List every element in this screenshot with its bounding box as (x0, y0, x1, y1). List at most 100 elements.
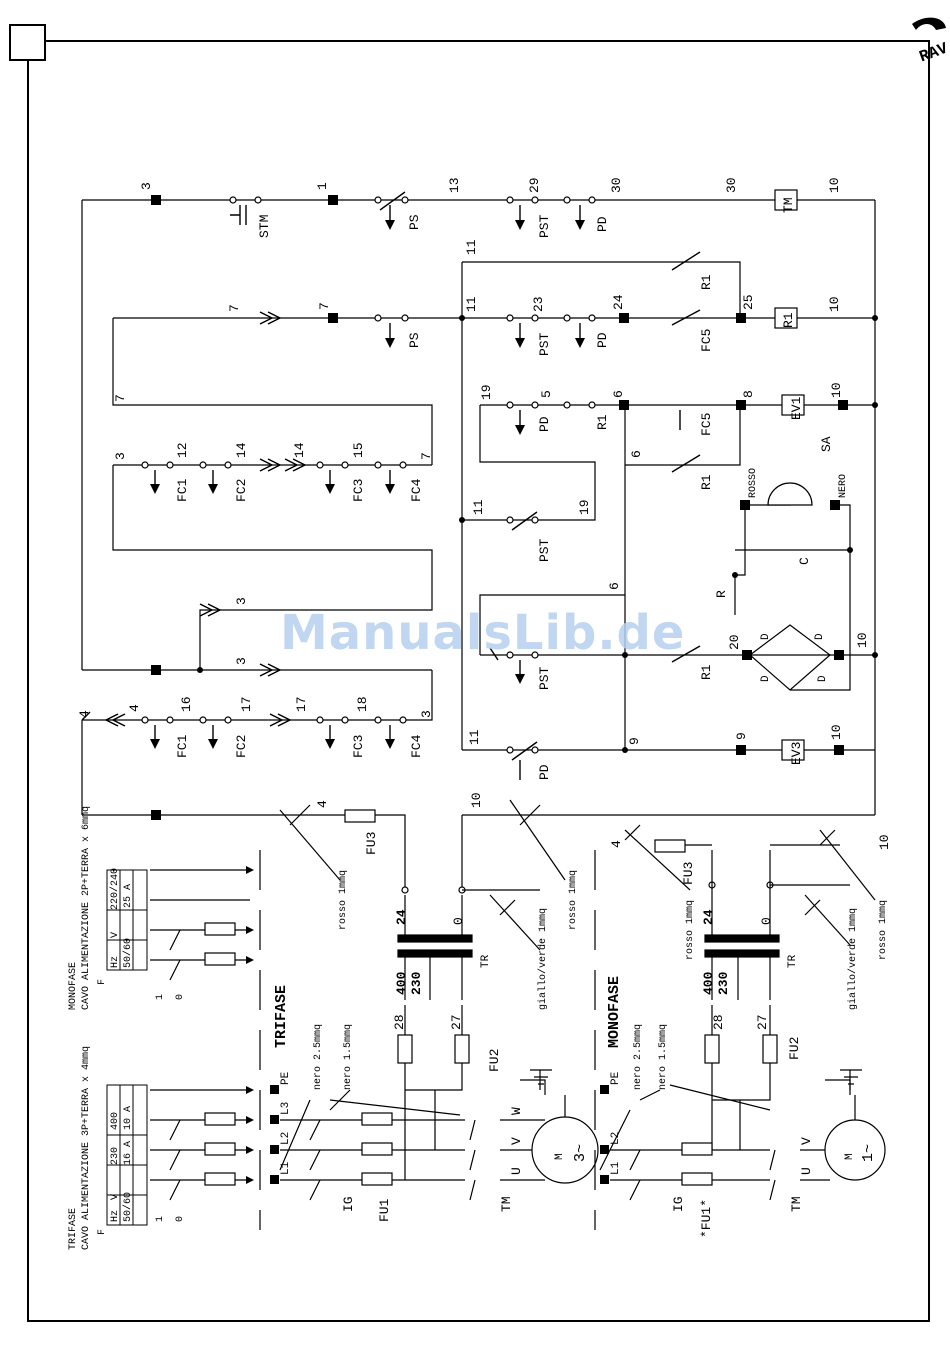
component-label: FC5 (699, 329, 714, 352)
power-wire-number: 27 (755, 1014, 770, 1030)
component-label: ROSSO (748, 468, 759, 498)
section-title: TRIFASE (273, 985, 290, 1048)
wire-note: rosso 1mmq (685, 900, 696, 960)
table-caption: MONOFASE (68, 962, 79, 1010)
phase-label: V (799, 1137, 814, 1145)
table-cell: 1 (155, 994, 166, 1000)
line-label: L2 (610, 1132, 622, 1145)
phase-label: W (509, 1107, 524, 1115)
wire-number: 10 (855, 632, 870, 648)
component-label: PD (537, 764, 552, 780)
tap-label: 400 (394, 971, 409, 995)
phase-label: U (509, 1167, 524, 1175)
wire-number: 25 (741, 294, 756, 310)
component-label: FC2 (234, 479, 249, 502)
table-caption: CAVO ALIMENTAZIONE 3P+TERRA x 4mmq (81, 1046, 92, 1250)
component-label: PST (537, 666, 552, 690)
wire-number: 9 (627, 737, 642, 745)
motor-label: 3~ (572, 1144, 589, 1162)
wire-number: 10 (827, 296, 842, 312)
control-wires (81, 199, 876, 890)
fuse-label: FU2 (487, 1049, 502, 1072)
line-label: L3 (280, 1102, 292, 1115)
component-label: SA (819, 436, 834, 452)
component-label: FC3 (351, 479, 366, 502)
contactor-label: TM (789, 1196, 804, 1212)
component-label: FC5 (699, 413, 714, 436)
component-label: D (814, 633, 826, 640)
fuse-label: FU1 (377, 1198, 392, 1222)
table-caption: CAVO ALIMENTAZIONE 2P+TERRA x 6mmq (81, 806, 92, 1010)
contacts (141, 196, 774, 894)
junctions (197, 315, 878, 753)
component-label: FC4 (409, 734, 424, 758)
power-labels: FU3 FU2 FU1 FU3 FU2 *FU1* TR TR 400 230 … (273, 832, 892, 1238)
component-label: PST (537, 214, 552, 238)
power-wire-number: 28 (392, 1014, 407, 1030)
table-cell: 230 (110, 1147, 121, 1165)
switch-label: IG (341, 1196, 356, 1212)
motor-label: 1~ (860, 1144, 877, 1162)
corner-box (9, 24, 46, 61)
wire-number: 16 (179, 696, 194, 712)
wire-number: 9 (734, 732, 749, 740)
component-label: R1 (699, 474, 714, 490)
component-label: PD (595, 216, 610, 232)
wire-number: 19 (577, 499, 592, 515)
wire-number: 10 (829, 724, 844, 740)
wire-number: 3 (113, 452, 128, 460)
transformer-label: TR (787, 954, 799, 968)
wire-number: 3 (234, 597, 249, 605)
tap-label: 24 (701, 909, 716, 925)
component-label: PS (407, 214, 422, 230)
wire-number: 19 (479, 384, 494, 400)
wire-note: giallo/verde 1mmq (847, 908, 859, 1010)
component-label: C (797, 557, 812, 565)
contactor-label: TM (499, 1196, 514, 1212)
wire-number: 24 (611, 294, 626, 310)
wire-number: 6 (629, 450, 644, 458)
fuse-label: FU3 (681, 862, 696, 885)
wire-note: rosso 1mmq (878, 900, 889, 960)
line-label: L1 (610, 1161, 622, 1175)
table-cell: 1 (155, 1216, 166, 1222)
component-label: TM (781, 197, 796, 213)
contact-blades (81, 191, 701, 780)
power-wires (150, 799, 886, 1230)
line-label: PE (610, 1071, 622, 1085)
component-label: PD (595, 332, 610, 348)
wire-number: 1 (315, 182, 330, 190)
component-label: R (714, 590, 729, 598)
table-cell: 50/60 (122, 938, 134, 968)
wire-note: nero 1.5mmq (343, 1024, 354, 1090)
wire-number: 11 (464, 239, 479, 255)
wire-number: 13 (447, 177, 462, 193)
wire-number: 3 (139, 182, 154, 190)
switch-label: IG (671, 1196, 686, 1212)
brand-text: RAV (917, 39, 950, 66)
wire-number: 7 (227, 304, 242, 312)
component-label: PST (537, 332, 552, 356)
table-cell: 0 (175, 1216, 186, 1222)
wire-number: 11 (467, 729, 482, 745)
component-label: FC1 (175, 478, 190, 502)
control-component-labels: STM PS PST PD TM R1 PS PST PD FC5 R1 EV1… (175, 197, 849, 780)
phase-label: V (509, 1137, 524, 1145)
fuse-label: FU3 (364, 832, 379, 855)
table-cell: 10 A (123, 1106, 134, 1130)
component-label: FC3 (351, 735, 366, 758)
table-cell: V (110, 1194, 121, 1200)
wire-note: nero 2.5mmq (313, 1024, 324, 1090)
component-label: D (817, 675, 829, 682)
table-cell: 16 A (123, 1141, 134, 1165)
power-terminals (246, 866, 609, 1184)
component-label: EV1 (789, 396, 804, 420)
wire-number: 6 (611, 390, 626, 398)
wire-note: nero 1.5mmq (658, 1024, 669, 1090)
power-wire-number: 27 (449, 1014, 464, 1030)
wire-number: 10 (469, 792, 484, 808)
wire-note: rosso 1mmq (568, 870, 579, 930)
control-wire-numbers: 3 1 13 29 30 30 10 11 7 7 11 23 24 25 10… (77, 177, 870, 808)
table-cell: V (110, 932, 121, 938)
